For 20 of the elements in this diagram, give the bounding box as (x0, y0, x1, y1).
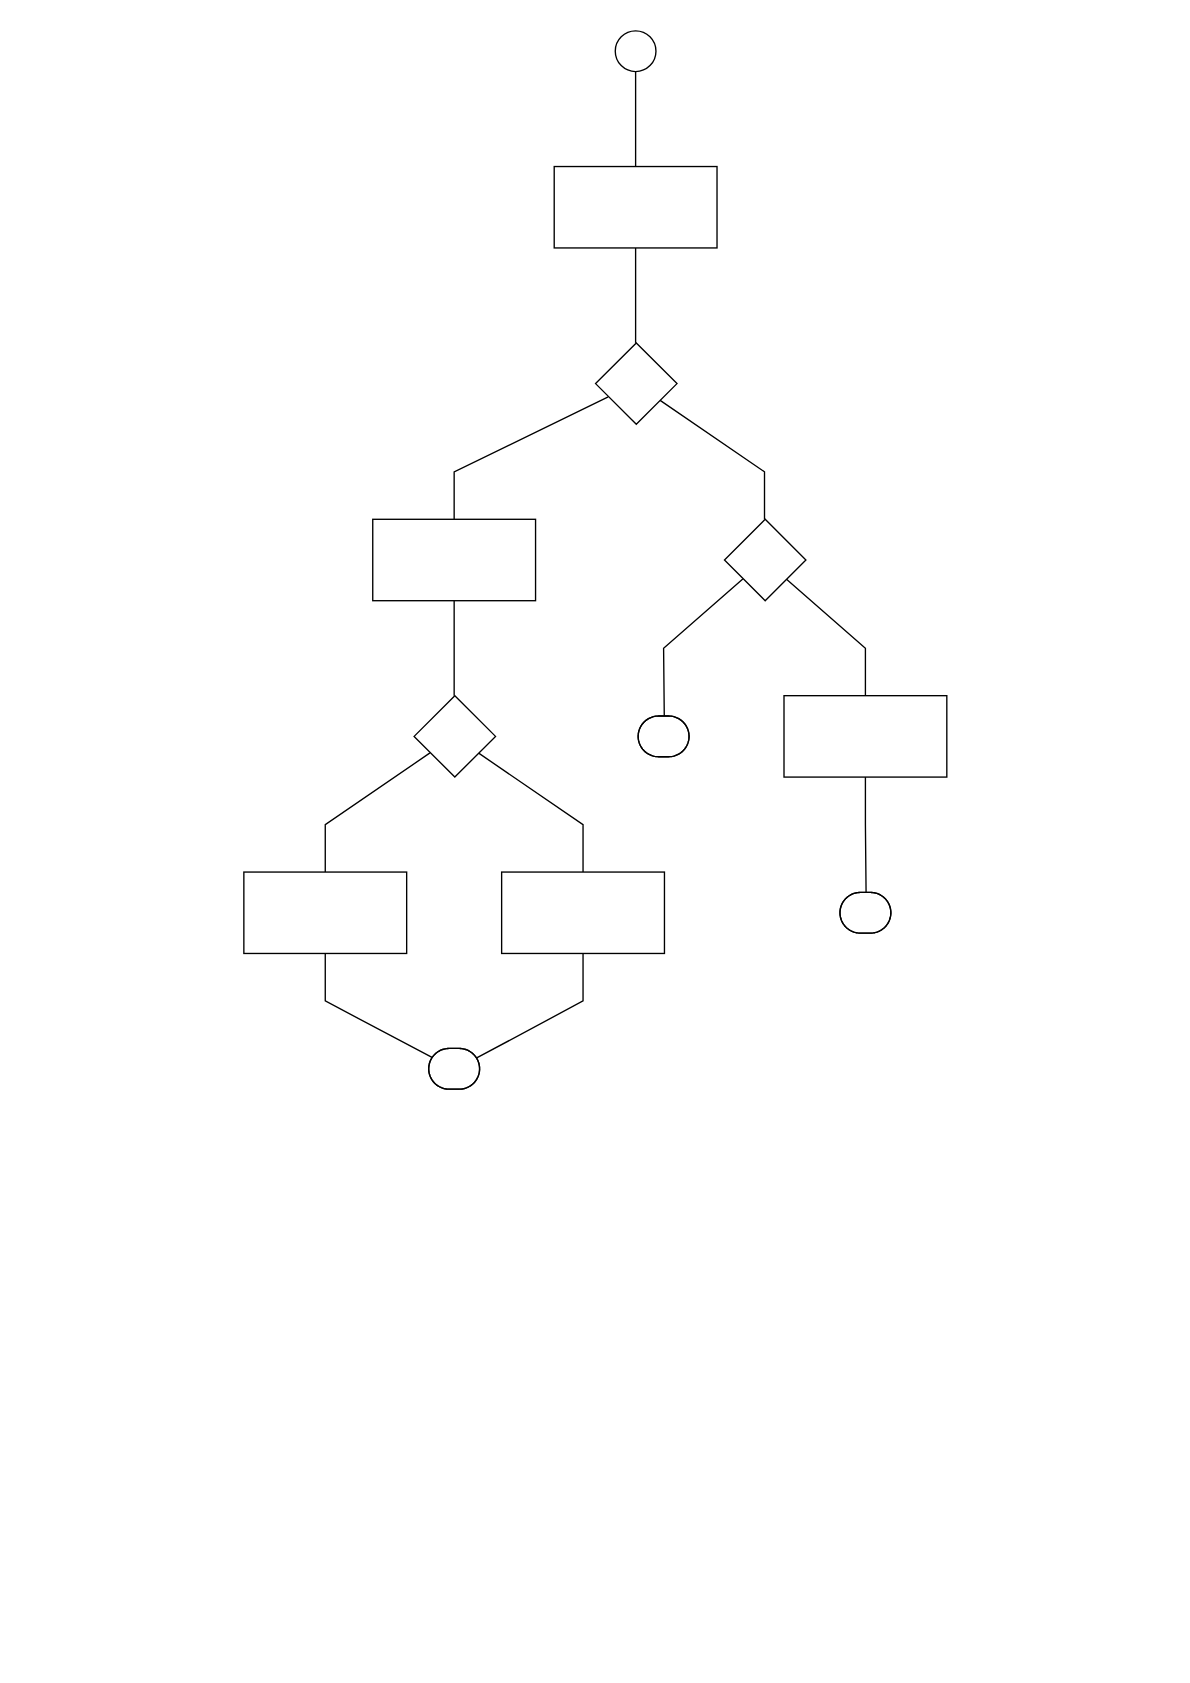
connector (634, 247, 636, 344)
connector (324, 752, 431, 873)
node-box (783, 695, 948, 778)
node-circle (614, 30, 657, 73)
node-diamond (723, 518, 807, 602)
node-diamond (594, 341, 678, 426)
connector (453, 396, 609, 520)
connector (634, 70, 636, 168)
node-box (500, 871, 665, 955)
connector (658, 399, 765, 520)
node-box (371, 518, 536, 602)
connector (662, 578, 744, 718)
node-box (553, 165, 718, 249)
connector (864, 776, 867, 894)
connector (475, 952, 584, 1059)
node-box (242, 871, 407, 955)
node-diamond (412, 694, 497, 779)
connector (477, 752, 584, 873)
connector (785, 578, 866, 697)
connector (453, 600, 455, 697)
